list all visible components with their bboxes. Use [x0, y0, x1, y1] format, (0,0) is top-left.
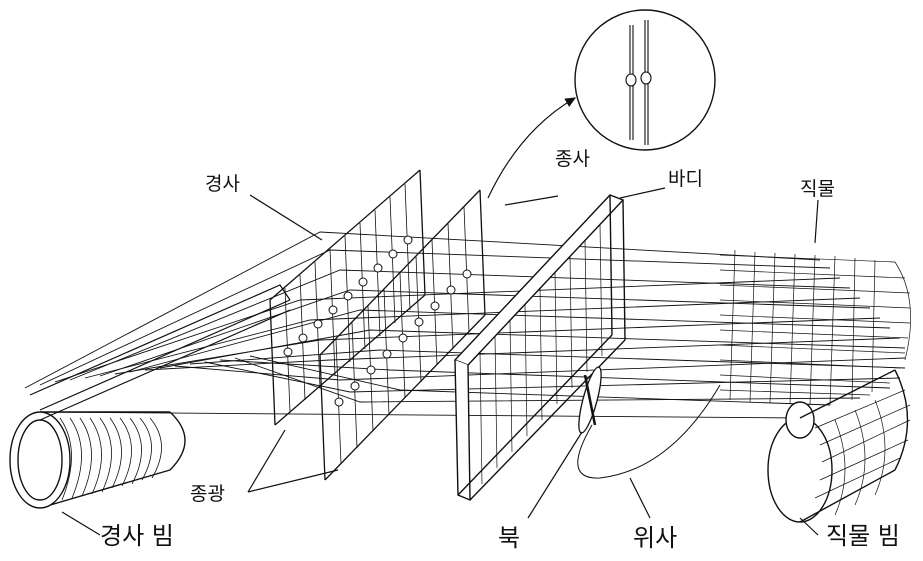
label-warp-beam: 경사 빔	[100, 522, 174, 550]
heddle-wires	[284, 183, 470, 465]
label-shuttle: 북	[498, 524, 521, 552]
reed-frame	[453, 194, 626, 502]
label-heddle-frame: 종광	[190, 483, 225, 505]
label-cloth-beam: 직물 빔	[826, 522, 900, 550]
reed-wires	[479, 223, 603, 485]
heddle-detail-magnifier	[574, 9, 716, 151]
heddle-eyes	[283, 235, 472, 407]
cloth-beam	[767, 369, 911, 523]
label-weft: 위사	[633, 524, 678, 552]
warp-beam	[9, 411, 186, 509]
label-warp: 경사	[205, 173, 240, 195]
weft-thread	[577, 384, 721, 479]
back-beam	[29, 284, 291, 421]
label-reed: 바디	[668, 168, 703, 190]
heddle-frames	[269, 169, 486, 481]
leader-lines	[61, 97, 819, 536]
woven-cloth	[719, 249, 911, 406]
warp-beam-windings	[59, 417, 162, 501]
label-heddle-wire: 종사	[555, 148, 590, 170]
label-cloth: 직물	[800, 178, 835, 200]
